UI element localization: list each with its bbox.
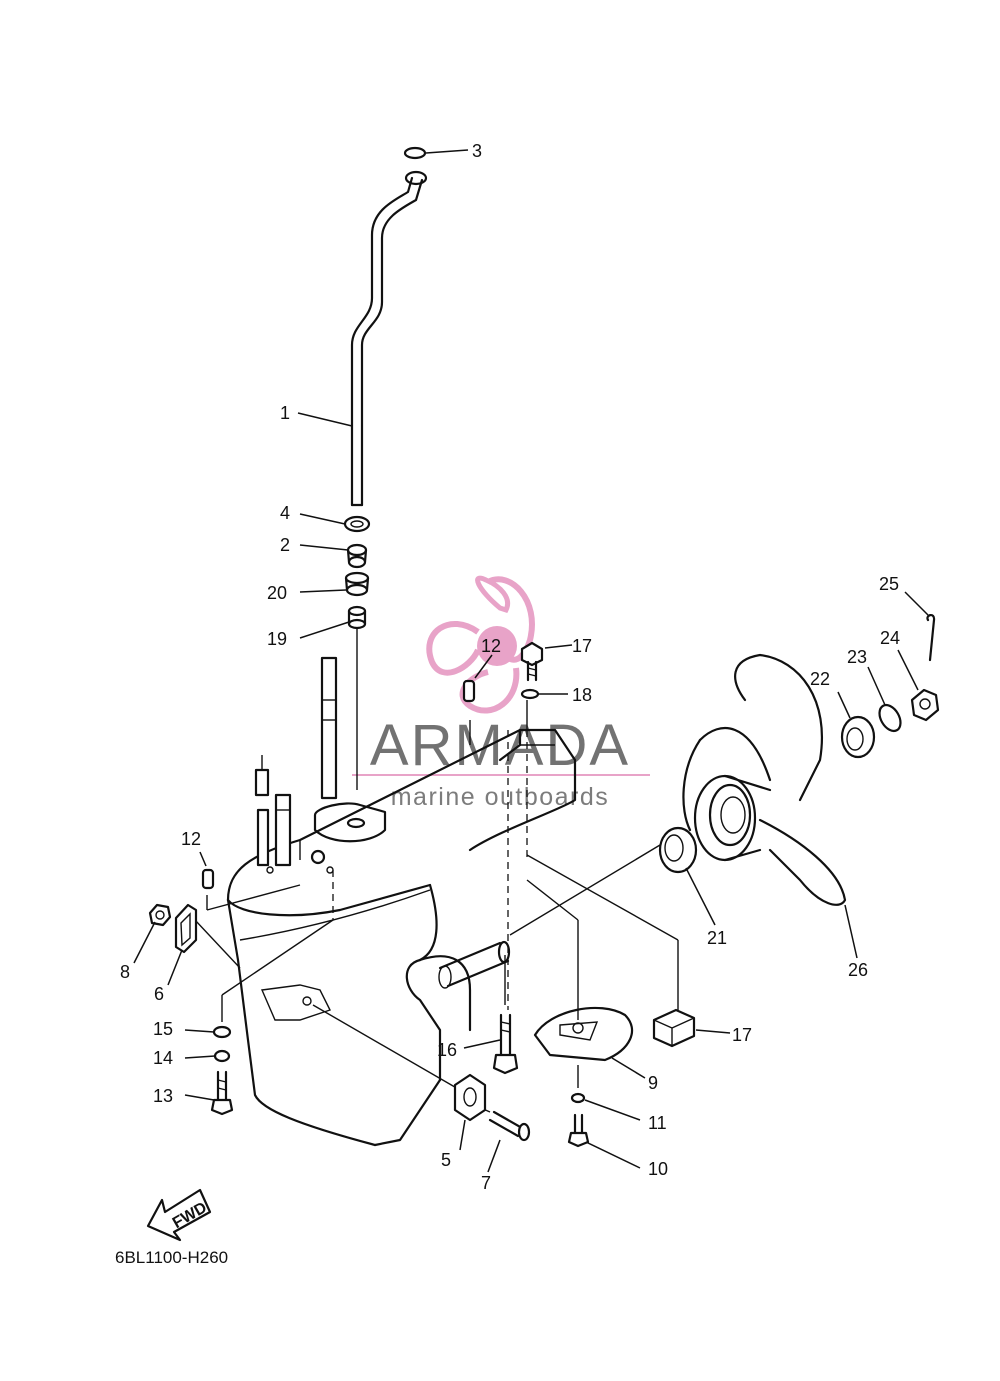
- bolt-10: [567, 1113, 590, 1148]
- callout-25: 24: [880, 628, 900, 648]
- callout-19: 18: [572, 685, 592, 705]
- grommet-3: [403, 146, 427, 160]
- washer-15: [212, 1025, 232, 1039]
- callout-27: 26: [848, 960, 868, 980]
- grommet-2: [346, 543, 368, 569]
- dowel-pin-12-upper: [462, 679, 476, 703]
- callout-14: 14: [153, 1048, 173, 1068]
- callout-12-upper: 12: [481, 636, 501, 656]
- watermark-brand: ARMADA: [370, 713, 630, 778]
- thrust-washer-23: [840, 715, 876, 759]
- trim-tab-9: [533, 1006, 634, 1062]
- washer-19: [520, 688, 540, 700]
- leader-lines: [133, 149, 929, 1173]
- callout-23: 22: [810, 669, 830, 689]
- callout-5: 5: [441, 1150, 451, 1170]
- callout-10: 10: [648, 1159, 668, 1179]
- callout-6: 6: [154, 984, 164, 1004]
- grommet-6: [174, 903, 198, 954]
- fwd-arrow: FWD: [146, 1188, 212, 1242]
- callout-16: 16: [437, 1040, 457, 1060]
- watermark: ARMADA marine outboards: [352, 575, 650, 811]
- watermark-tagline: marine outboards: [391, 783, 610, 811]
- bolt-18: [520, 641, 544, 682]
- anode-17: [652, 1008, 696, 1048]
- propeller-logo-icon: [426, 575, 535, 714]
- assembly-guide-lines: [194, 700, 679, 1113]
- bolt-13: [210, 1070, 234, 1116]
- callout-11: 11: [648, 1113, 667, 1133]
- callout-12-left: 12: [181, 829, 201, 849]
- callout-15: 15: [153, 1019, 173, 1039]
- washer-14: [213, 1049, 231, 1063]
- holder-21: [344, 571, 370, 597]
- callout-17: 17: [732, 1025, 752, 1045]
- callout-2: 2: [280, 535, 290, 555]
- diagram-code: 6BL1100-H260: [115, 1248, 228, 1267]
- screw-7: [488, 1110, 531, 1142]
- callout-21: 20: [267, 583, 287, 603]
- collar-20: [347, 605, 367, 630]
- washer-11: [570, 1092, 586, 1104]
- callout-20: 19: [267, 629, 287, 649]
- callout-8: 8: [120, 962, 130, 982]
- callout-7: 7: [481, 1173, 491, 1193]
- washer-24: [878, 703, 902, 733]
- spacer-22: [658, 826, 698, 874]
- callout-24: 23: [847, 647, 867, 667]
- lower-casing: [226, 656, 577, 1147]
- callout-4: 4: [280, 503, 290, 523]
- nut-25: [910, 688, 940, 722]
- seal-4: [343, 515, 371, 533]
- callout-1: 1: [280, 403, 290, 423]
- cotter-pin-26: [926, 614, 936, 662]
- callout-22: 21: [707, 928, 727, 948]
- nut-8: [148, 903, 172, 927]
- callout-18: 17: [572, 636, 592, 656]
- callout-9: 9: [648, 1073, 658, 1093]
- grommet-5: [453, 1073, 487, 1122]
- callout-labels: 3 1 4 2 20 19 12 17 18 12 8 6 15 14 13 1…: [120, 141, 900, 1193]
- dowel-pin-12-left: [201, 868, 215, 890]
- callout-13: 13: [153, 1086, 173, 1106]
- callout-3: 3: [472, 141, 482, 161]
- water-tube: [350, 170, 428, 507]
- bolt-16: [492, 1013, 519, 1075]
- propeller-27: [682, 653, 847, 906]
- callout-26: 25: [879, 574, 899, 594]
